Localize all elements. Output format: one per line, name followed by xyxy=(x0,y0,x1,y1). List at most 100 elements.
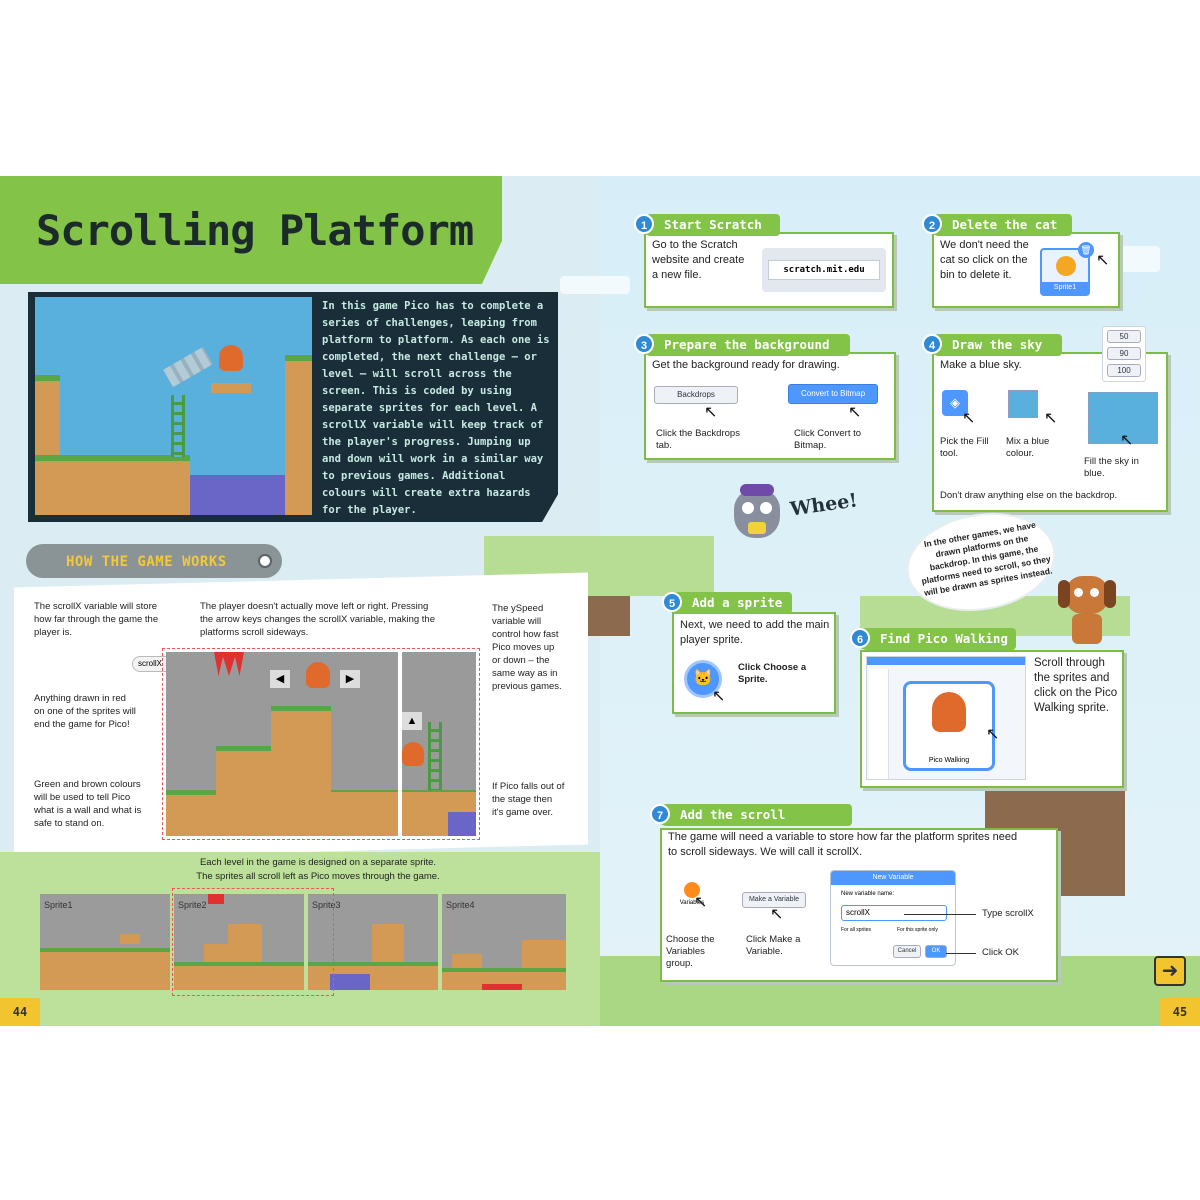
step-6-number: 6 xyxy=(850,628,870,648)
step-5-caption: Click Choose a Sprite. xyxy=(738,662,807,685)
book-spread: Scrolling Platform In this game Pico has… xyxy=(0,176,1200,1026)
cursor-icon: ↖ xyxy=(704,404,718,421)
variable-name: scrollX xyxy=(138,659,163,668)
red-spikes xyxy=(214,652,244,676)
how-label: HOW THE GAME WORKS xyxy=(66,554,227,570)
wrench-hole-icon xyxy=(258,554,272,568)
pico-character xyxy=(306,662,330,688)
sprite-name: Pico Walking xyxy=(928,757,970,764)
hue-value: 50 xyxy=(1107,330,1141,343)
note-scrollx: The scrollX variable will store how far … xyxy=(34,601,159,638)
pico-character xyxy=(402,742,424,766)
cancel-button[interactable]: Cancel xyxy=(893,945,921,958)
level-sprite-2: Sprite2 xyxy=(174,894,304,990)
step-3-number: 3 xyxy=(634,334,654,354)
cloud xyxy=(560,276,630,294)
step-3-text: Get the background ready for drawing. xyxy=(652,359,840,371)
cursor-icon: ↖ xyxy=(712,688,726,705)
next-page-arrow-icon[interactable]: ➜ xyxy=(1154,956,1186,986)
step-3-caption-2: Click Convert to Bitmap. xyxy=(794,428,862,451)
note-player: The player doesn't actually move left or… xyxy=(200,601,435,638)
cursor-icon: ↖ xyxy=(962,410,976,427)
step-4-text: Make a blue sky. xyxy=(940,359,1022,371)
step-5-heading: Add a sprite xyxy=(668,592,792,614)
step-4-caption-2: Mix a blue colour. xyxy=(1006,436,1050,459)
note-green: Green and brown colours will be used to … xyxy=(34,779,142,829)
pico-walking-tile[interactable]: Pico Walking xyxy=(903,681,995,771)
ladder xyxy=(171,395,185,457)
make-variable-button[interactable]: Make a Variable xyxy=(742,892,806,908)
cursor-icon: ↖ xyxy=(694,894,708,911)
option-all-sprites[interactable]: For all sprites xyxy=(841,927,872,933)
step-6-heading: Find Pico Walking xyxy=(856,628,1016,650)
option-this-sprite[interactable]: For this sprite only xyxy=(897,927,938,933)
variables-category[interactable]: Variables xyxy=(676,872,708,912)
ladder xyxy=(428,722,442,790)
new-variable-dialog: New Variable New variable name: scrollX … xyxy=(830,870,956,966)
step-7-caption-1: Choose the Variables group. xyxy=(666,934,715,969)
variable-name-input[interactable]: scrollX xyxy=(841,905,947,921)
step-7-caption-2: Click Make a Variable. xyxy=(746,934,801,957)
cursor-icon: ↖ xyxy=(770,906,784,923)
step-4-caption-1: Pick the Fill tool. xyxy=(940,436,989,459)
sky-canvas[interactable] xyxy=(1088,392,1158,444)
stage-window xyxy=(172,888,334,996)
sprite-library: Pico Walking xyxy=(866,656,1026,780)
step-5-number: 5 xyxy=(662,592,682,612)
choose-sprite-icon[interactable]: 🐱 xyxy=(684,660,722,698)
step-7-text: The game will need a variable to store h… xyxy=(668,831,1018,858)
cat-sprite-thumb[interactable]: Sprite1 xyxy=(1040,248,1090,296)
convert-to-bitmap-button[interactable]: Convert to Bitmap xyxy=(788,384,878,404)
step-6-text: Scroll through the sprites and click on … xyxy=(1034,657,1118,714)
backdrops-tab[interactable]: Backdrops xyxy=(654,386,738,404)
owl-character xyxy=(734,484,780,538)
step-4-footer: Don't draw anything else on the backdrop… xyxy=(940,490,1118,501)
cursor-icon: ↖ xyxy=(986,726,1000,743)
colour-sliders[interactable]: 50 90 100 xyxy=(1102,326,1146,382)
step-1-text: Go to the Scratch website and create a n… xyxy=(652,239,745,281)
brightness-value: 100 xyxy=(1107,364,1141,377)
fill-tool-icon[interactable]: ◈ xyxy=(942,390,968,416)
bin-icon[interactable]: 🗑 xyxy=(1078,242,1094,258)
callout-line xyxy=(946,953,976,954)
game-scene: ◀ ▶ ▲ xyxy=(166,652,476,836)
dialog-title: New Variable xyxy=(831,871,955,885)
motion-trail xyxy=(163,346,213,388)
step-7-number: 7 xyxy=(650,804,670,824)
ok-button[interactable]: OK xyxy=(925,945,947,958)
url-field[interactable]: scratch.mit.edu xyxy=(768,260,880,280)
step-3-card xyxy=(644,352,896,460)
cursor-icon: ↖ xyxy=(1120,432,1134,449)
step-2-text: We don't need the cat so click on the bi… xyxy=(940,239,1029,281)
page-number-right: 45 xyxy=(1160,998,1200,1026)
step-3-caption-1: Click the Backdrops tab. xyxy=(656,428,740,451)
intro-text: In this game Pico has to complete a seri… xyxy=(322,300,550,516)
step-1-number: 1 xyxy=(634,214,654,234)
pico-character xyxy=(932,692,966,732)
saturation-value: 90 xyxy=(1107,347,1141,360)
note-yspeed: The ySpeed variable will control how fas… xyxy=(492,603,562,692)
up-arrow-key-icon: ▲ xyxy=(402,712,422,730)
step-4-number: 4 xyxy=(922,334,942,354)
callout-line xyxy=(904,914,976,915)
sprite-label: Sprite1 xyxy=(44,900,73,910)
type-scrollx-label: Type scrollX xyxy=(982,908,1034,919)
game-preview xyxy=(35,297,312,515)
step-4-caption-3: Fill the sky in blue. xyxy=(1084,456,1139,479)
pico-character xyxy=(219,345,243,371)
dog-character xyxy=(1058,572,1116,648)
colour-swatch[interactable] xyxy=(1008,390,1038,418)
title-band xyxy=(0,176,502,284)
levels-caption-1: Each level in the game is designed on a … xyxy=(199,857,437,868)
step-4-heading: Draw the sky xyxy=(928,334,1062,356)
step-7-heading: Add the scroll variable xyxy=(656,804,852,844)
browser-bar: scratch.mit.edu xyxy=(762,248,886,292)
sprite-label: Sprite4 xyxy=(446,900,475,910)
category-label: Variables xyxy=(679,900,705,906)
cursor-icon: ↖ xyxy=(848,404,862,421)
cat-icon xyxy=(1056,256,1076,276)
step-2-heading: Delete the cat xyxy=(928,214,1072,236)
level-sprite-4: Sprite4 xyxy=(442,894,566,990)
sprite-boundary xyxy=(398,652,402,836)
step-2-number: 2 xyxy=(922,214,942,234)
